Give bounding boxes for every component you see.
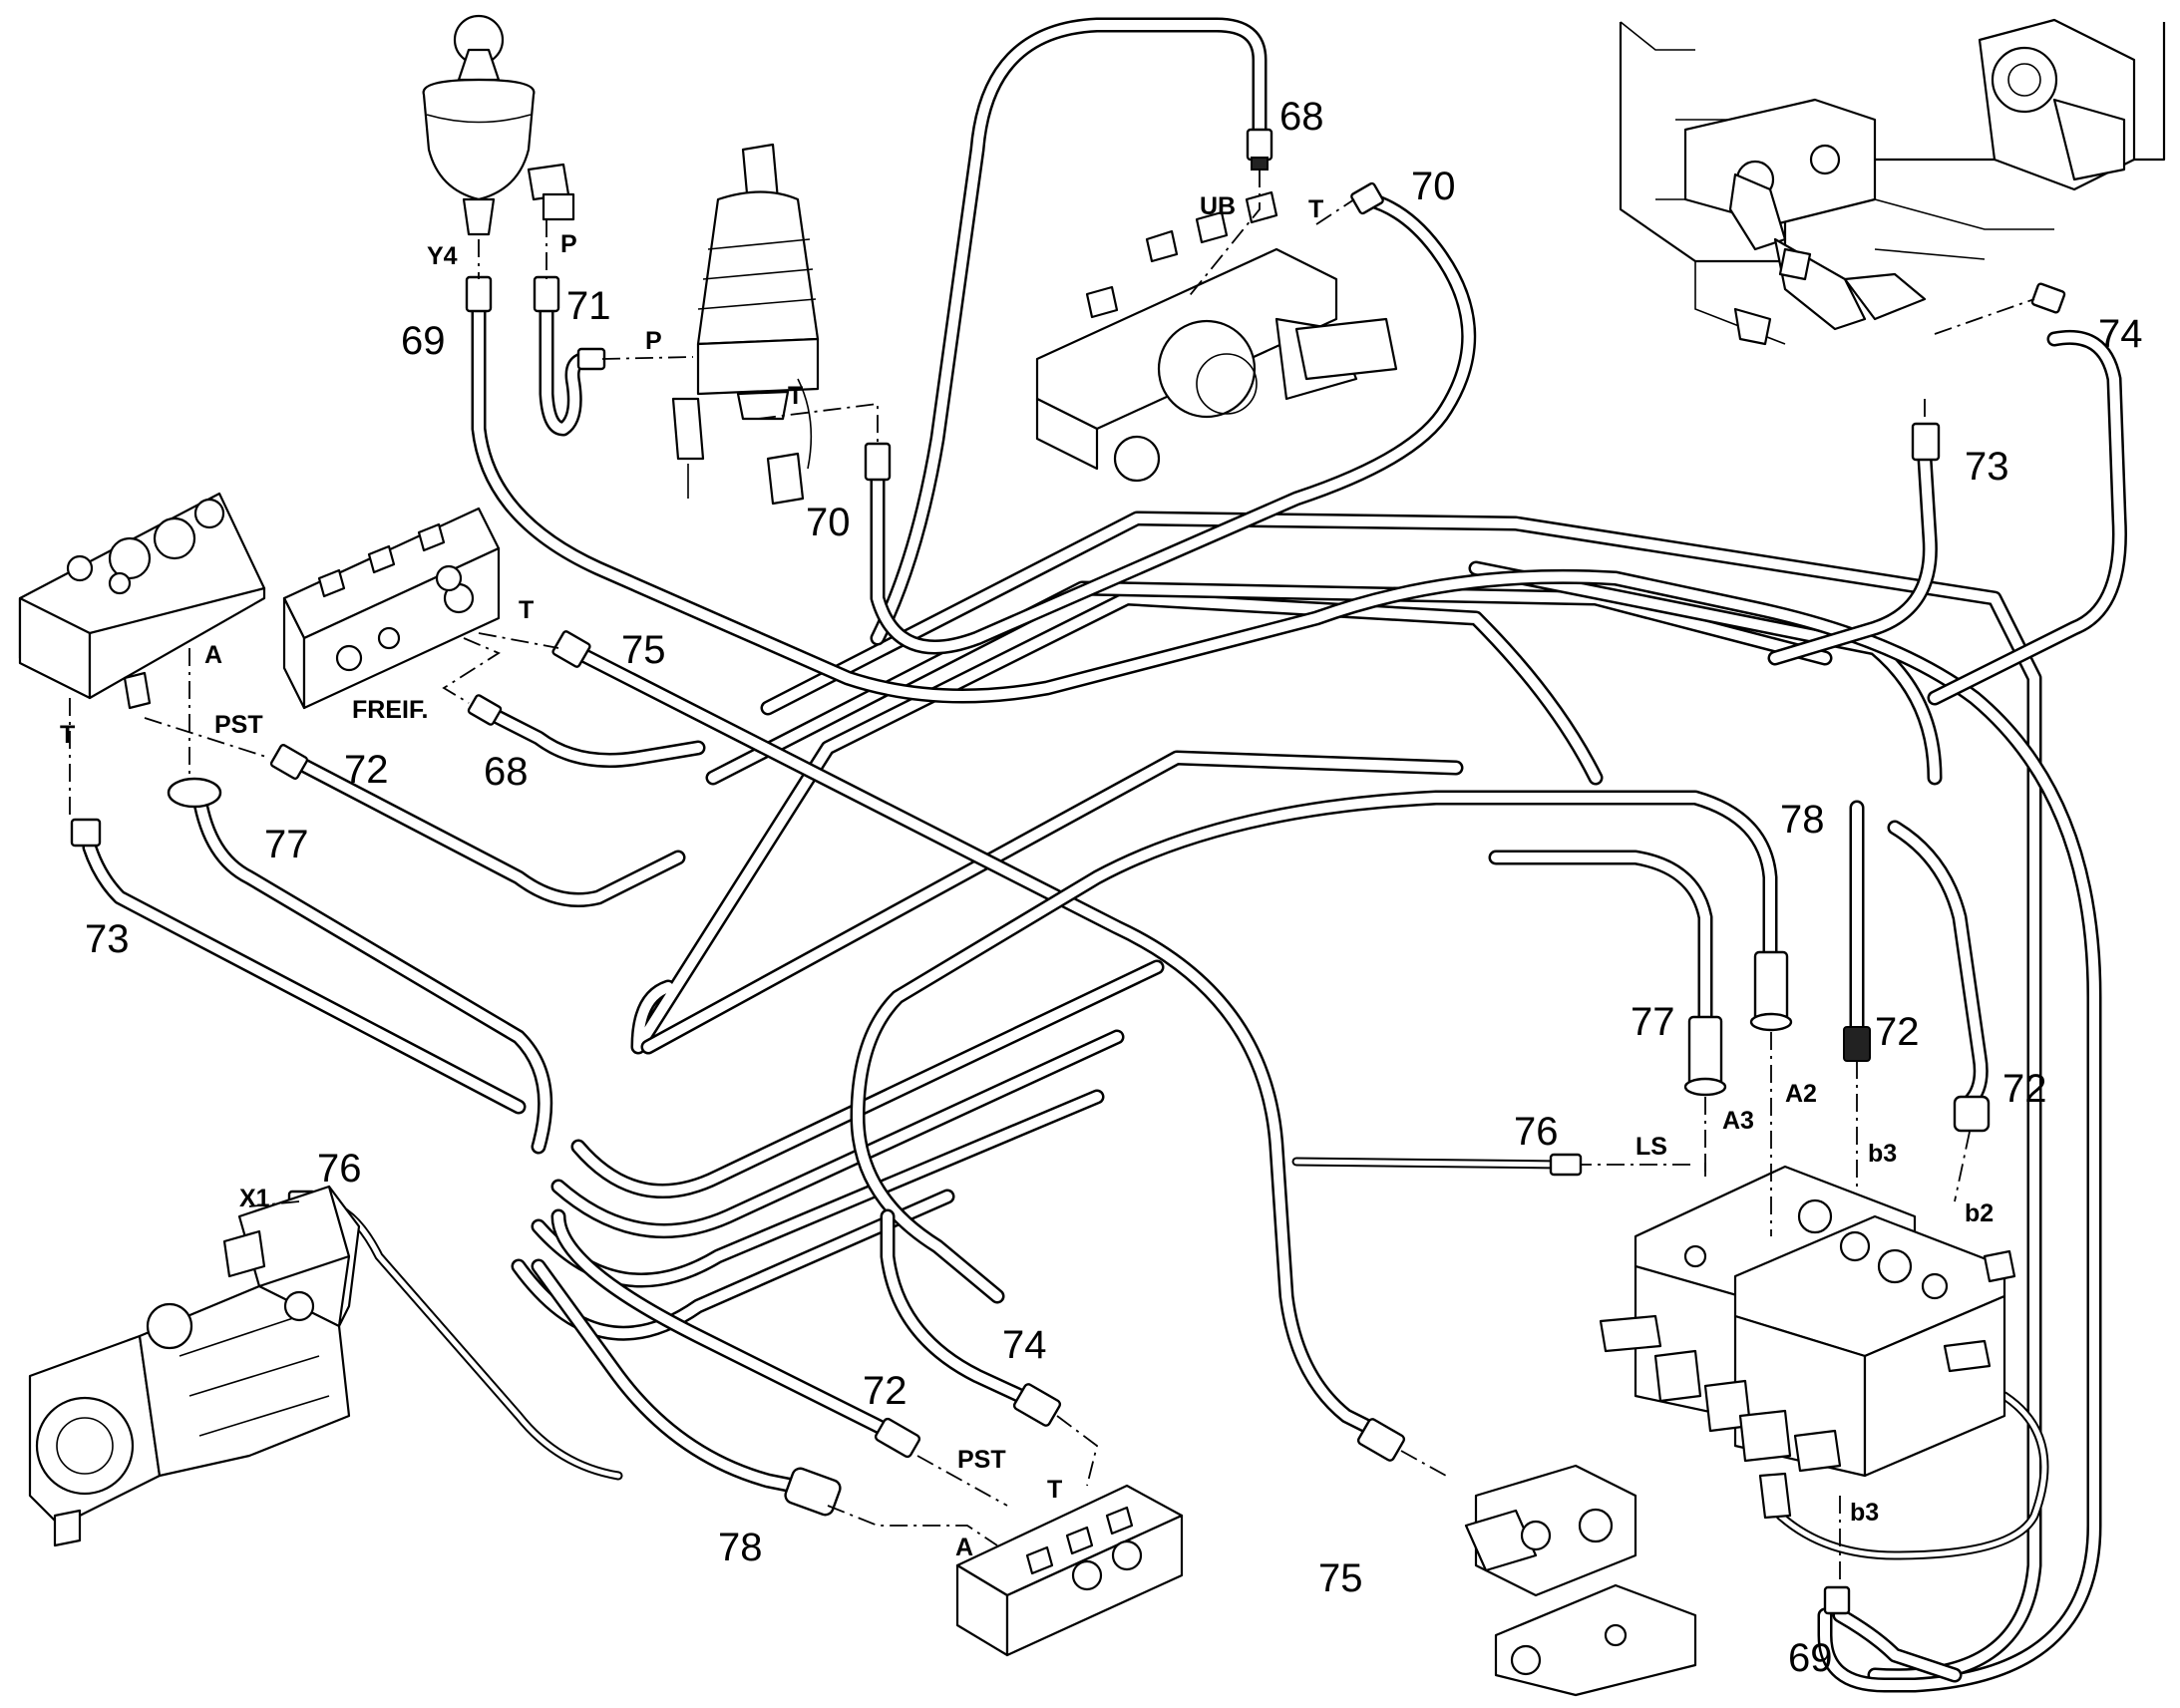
callout-68-bottom: 68: [484, 750, 529, 794]
port-label-x1: X1: [239, 1185, 270, 1212]
callout-72-right: 72: [2002, 1067, 2047, 1111]
port-label-b3-bottom: b3: [1850, 1499, 1879, 1527]
callout-78-bottom: 78: [718, 1526, 763, 1569]
port-label-b3-top: b3: [1868, 1140, 1897, 1168]
callout-74-bottom: 74: [1002, 1323, 1047, 1367]
callout-76-left: 76: [317, 1147, 362, 1191]
callout-69-left: 69: [401, 319, 446, 363]
callout-73-right: 73: [1965, 445, 2009, 489]
manifold-bottom: [955, 1484, 1184, 1657]
callout-68-top: 68: [1279, 95, 1324, 139]
port-label-t-left: T: [60, 721, 75, 749]
port-label-ls: LS: [1635, 1133, 1667, 1161]
port-label-t-valve: T: [1308, 195, 1323, 223]
port-label-a-bottom: A: [955, 1534, 973, 1561]
callout-77-right: 77: [1631, 1000, 1675, 1044]
callout-72-mid: 72: [1875, 1010, 1920, 1054]
port-label-b2: b2: [1965, 1199, 1994, 1227]
callout-73-left: 73: [85, 917, 130, 961]
callout-71: 71: [566, 284, 611, 328]
control-valve-block: [1599, 1165, 2016, 1520]
callout-70-top: 70: [1411, 165, 1456, 208]
fittings: [70, 128, 2066, 1615]
callout-74-right: 74: [2098, 312, 2143, 356]
callout-75-top: 75: [621, 628, 666, 672]
port-label-pst-bottom: PST: [957, 1446, 1006, 1474]
port-label-ub: UB: [1200, 192, 1236, 220]
hose-bundle: [511, 511, 2042, 1684]
port-label-t-block: T: [519, 596, 534, 624]
hydraulic-pump: [28, 1185, 361, 1547]
port-label-a-left: A: [204, 641, 222, 669]
valve-block-top: [1035, 190, 1398, 483]
port-label-p-joystick: P: [645, 327, 662, 355]
port-label-a3: A3: [1722, 1107, 1754, 1135]
port-label-a2: A2: [1785, 1080, 1817, 1108]
hand-pump-component: [422, 14, 575, 236]
frame-structure-top-right: [1619, 18, 2166, 346]
valve-assembly-bottom: [1464, 1464, 1697, 1697]
callout-72-bottom: 72: [863, 1369, 908, 1413]
port-label-p-top: P: [560, 230, 577, 258]
callout-69-bottom: 69: [1788, 1636, 1833, 1680]
callout-numbers: 68 70 69 71 70 74 73 75 72 68 77 73 78 7…: [85, 95, 2143, 1680]
port-label-t-bottom: T: [1047, 1476, 1062, 1504]
callout-75-bottom: 75: [1318, 1556, 1363, 1600]
connection-lines: [69, 170, 2035, 1585]
callout-70-mid: 70: [806, 501, 851, 544]
port-label-t-joystick: T: [788, 382, 803, 410]
callout-76-mid: 76: [1514, 1110, 1559, 1154]
valve-block-left: [18, 492, 266, 710]
hoses: [82, 17, 2127, 1693]
callout-78-right: 78: [1780, 798, 1825, 842]
port-label-freif: FREIF.: [352, 696, 428, 724]
port-label-y4: Y4: [427, 242, 458, 270]
port-labels: UB T Y4 P P T A T T PST FREIF. LS A3 A2 …: [60, 192, 1994, 1561]
joystick-component: [671, 143, 820, 506]
callout-72-left: 72: [344, 748, 389, 792]
port-label-pst-left: PST: [214, 711, 263, 739]
manifold-center-left: [282, 507, 501, 710]
callout-77-left: 77: [264, 823, 309, 866]
